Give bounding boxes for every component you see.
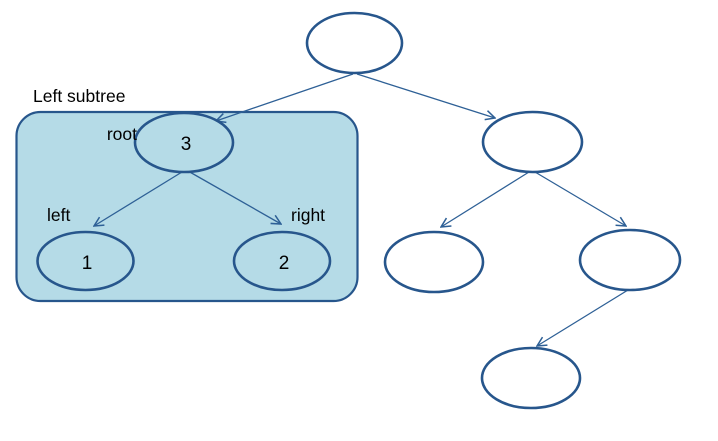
- edge-right-child-to-left-grandchild: [441, 171, 530, 227]
- node-value-3: 3: [181, 134, 192, 155]
- left-subtree-root-node: [133, 111, 235, 174]
- edge-subtree-root-to-left: [94, 171, 183, 226]
- right-subtree-left-node: [383, 230, 485, 294]
- root-annotation-label: root: [107, 124, 137, 144]
- edge-root-to-right-child: [356, 73, 495, 118]
- tree-root-node: [305, 11, 404, 75]
- node-value-2: 2: [279, 253, 290, 274]
- node-value-1: 1: [82, 253, 93, 274]
- edge-right-child-to-right-grandchild: [534, 171, 626, 226]
- right-child-node: [481, 110, 584, 174]
- edge-right-grandchild-to-leaf: [537, 289, 629, 346]
- bottom-leaf-node: [480, 346, 582, 410]
- left-subtree-box-label: Left subtree: [33, 86, 125, 106]
- left-subtree-right-node: [232, 230, 332, 292]
- left-annotation-label: left: [47, 205, 70, 225]
- right-subtree-right-node: [578, 228, 682, 292]
- left-subtree-left-node: [36, 230, 135, 292]
- edge-subtree-root-to-right: [187, 170, 281, 224]
- edge-root-to-left-subtree: [216, 73, 354, 121]
- right-annotation-label: right: [291, 205, 325, 225]
